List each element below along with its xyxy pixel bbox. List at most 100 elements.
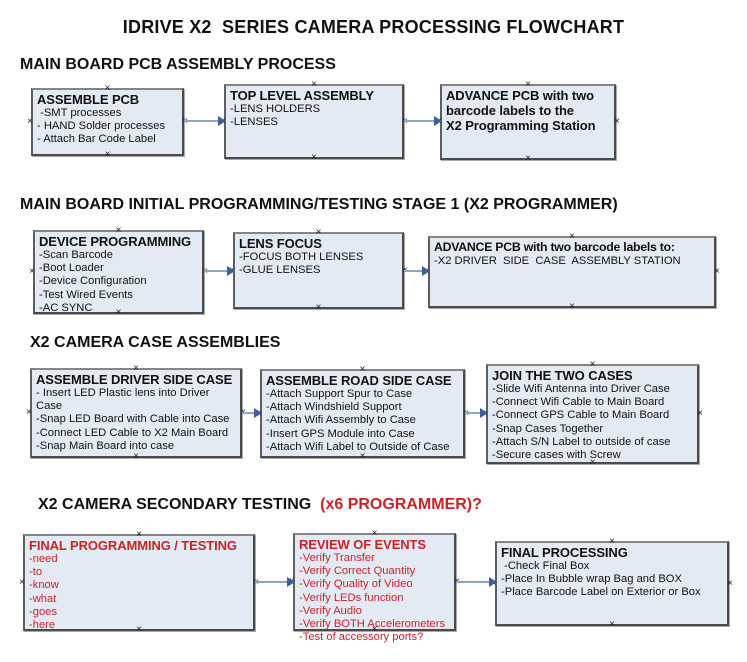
box-items: -Scan Barcode -Boot Loader -Device Confi…	[39, 249, 198, 315]
anchor-left-icon: ×	[27, 116, 33, 127]
anchor-left-icon: ×	[29, 266, 35, 277]
box-title: DEVICE PROGRAMMING	[39, 234, 192, 249]
section-heading-text: X2 CAMERA SECONDARY TESTING	[38, 496, 316, 513]
box-final-programming-testing: FINAL PROGRAMMING / TESTING -need -to -k…	[19, 530, 259, 635]
box-items: -FOCUS BOTH LENSES -GLUE LENSES	[239, 251, 398, 277]
section-heading-case-assemblies: X2 CAMERA CASE ASSEMBLIES	[30, 334, 280, 352]
box-title: ASSEMBLE DRIVER SIDE CASE	[36, 372, 233, 387]
box-item: -SMT processes	[37, 107, 122, 119]
anchor-bottom-icon: ×	[315, 302, 322, 313]
box-item: -Attach Windshield Support	[266, 401, 402, 414]
box-title: ADVANCE PCB with two barcode labels to:	[434, 240, 675, 254]
connector-arrow	[404, 266, 430, 276]
box-item: -Connect LED Cable to X2 Main Board	[36, 426, 229, 439]
box-item: -Snap Main Board into case	[36, 439, 175, 452]
box-item: -Boot Loader	[39, 262, 104, 275]
box-assemble-pcb: ASSEMBLE PCB -SMT processes - HAND Solde…	[27, 84, 188, 160]
box-item: -what	[29, 592, 57, 605]
box-title: FINAL PROGRAMMING / TESTING	[29, 538, 237, 553]
box-item: -Verify BOTH Accelerometers	[299, 618, 446, 631]
box-title: JOIN THE TWO CASES	[492, 368, 633, 383]
box-items: -SMT processes - HAND Solder processes -…	[37, 107, 178, 147]
section-heading-text: X2 CAMERA CASE ASSEMBLIES	[30, 334, 281, 351]
box-items: -LENS HOLDERS -LENSES	[230, 103, 398, 129]
page-title: IDRIVE X2 SERIES CAMERA PROCESSING FLOWC…	[122, 17, 625, 37]
section-heading-red-text: (x6 PROGRAMMER)?	[315, 496, 482, 513]
anchor-bottom-icon: ×	[525, 153, 531, 164]
anchor-left-icon: ×	[19, 576, 25, 588]
anchor-bottom-icon: ×	[609, 619, 615, 630]
anchor-right-icon: ×	[727, 577, 733, 589]
box-item: -Place In Bubble wrap Bag and BOX	[501, 573, 682, 586]
connector-arrow	[465, 408, 488, 418]
box-item: -FOCUS BOTH LENSES	[239, 251, 364, 263]
box-items: -Verify Transfer -Verify Correct Quantit…	[299, 552, 450, 644]
box-item: -GLUE LENSES	[239, 264, 321, 277]
box-item: -Connect Wifi Cable to Main Board	[492, 396, 665, 409]
box-item: -LENS HOLDERS	[230, 103, 321, 115]
box-item: -know	[29, 579, 59, 592]
box-lens-focus: LENS FOCUS -FOCUS BOTH LENSES -GLUE LENS…	[229, 228, 408, 313]
box-item: -goes	[29, 605, 57, 618]
box-item: -need	[29, 553, 58, 565]
box-title: LENS FOCUS	[239, 236, 322, 251]
box-item: -Insert GPS Module into Case	[266, 427, 415, 440]
box-title: ADVANCE PCB with two barcode labels to t…	[446, 88, 596, 133]
box-advance-pcb-driver-side: ADVANCE PCB with two barcode labels to: …	[424, 232, 720, 312]
box-item: -Test of accessory ports?	[299, 631, 424, 644]
box-item: -X2 DRIVER SIDE CASE ASSEMBLY STATION	[434, 255, 681, 267]
box-item: -Scan Barcode	[39, 249, 114, 261]
box-assemble-driver-side-case: ASSEMBLE DRIVER SIDE CASE - Insert LED P…	[26, 364, 246, 462]
arrowhead-icon	[218, 116, 226, 126]
box-item: - Insert LED Plastic lens into Driver Ca…	[36, 387, 213, 413]
connector-arrow	[255, 577, 295, 587]
section-heading-text: MAIN BOARD INITIAL PROGRAMMING/TESTING S…	[20, 196, 618, 213]
anchor-bottom-icon: ×	[311, 152, 317, 163]
box-item: -Connect GPS Cable to Main Board	[492, 409, 670, 422]
arrowhead-icon	[489, 577, 497, 587]
box-title: ASSEMBLE ROAD SIDE CASE	[266, 373, 452, 388]
box-item: -Verify Correct Quantity	[299, 565, 416, 578]
box-items: -X2 DRIVER SIDE CASE ASSEMBLY STATION	[434, 255, 710, 268]
anchor-right-icon: ×	[614, 116, 620, 127]
arrowhead-icon	[422, 266, 430, 276]
box-title: ASSEMBLE PCB	[37, 92, 140, 107]
anchor-bottom-icon: ×	[569, 301, 575, 312]
box-title: REVIEW OF EVENTS	[299, 537, 426, 552]
box-item: - Attach Bar Code Label	[37, 133, 156, 146]
box-item: -Attach Support Spur to Case	[266, 388, 413, 400]
section-heading-initial-programming: MAIN BOARD INITIAL PROGRAMMING/TESTING S…	[20, 196, 618, 214]
anchor-right-icon: ×	[182, 117, 188, 127]
section-heading-secondary-testing: X2 CAMERA SECONDARY TESTING (x6 PROGRAMM…	[38, 496, 482, 514]
box-items: - Insert LED Plastic lens into Driver Ca…	[36, 387, 236, 453]
box-item: -Verify LEDs function	[299, 591, 404, 604]
connector-arrow	[456, 577, 497, 587]
box-item: -here	[29, 619, 56, 632]
box-item: -Attach S/N Label to outside of case	[492, 435, 671, 448]
box-items: -Slide Wifi Antenna into Driver Case -Co…	[492, 383, 693, 462]
box-item: -Check Final Box	[501, 560, 590, 572]
box-review-of-events: REVIEW OF EVENTS -Verify Transfer -Verif…	[289, 529, 460, 644]
arrowhead-icon	[287, 577, 295, 587]
box-item: -Verify Quality of Video	[299, 578, 413, 591]
anchor-right-icon: ×	[202, 267, 208, 277]
anchor-left-icon: ×	[26, 407, 32, 418]
box-advance-pcb-programming-station: ADVANCE PCB with two barcode labels to t…	[436, 80, 620, 164]
anchor-right-icon: ×	[697, 408, 703, 419]
box-item: -Slide Wifi Antenna into Driver Case	[492, 383, 670, 395]
box-item: -LENSES	[230, 116, 278, 129]
arrowhead-icon	[254, 408, 262, 418]
connector-arrow	[242, 408, 262, 418]
anchor-bottom-icon: ×	[133, 451, 139, 462]
box-items: -Check Final Box -Place In Bubble wrap B…	[501, 560, 723, 600]
box-item: -Attach Wifi Label to Outside of Case	[266, 440, 450, 453]
box-item: -AC SYNC	[39, 301, 93, 314]
box-top-level-assembly: TOP LEVEL ASSEMBLY -LENS HOLDERS -LENSES…	[220, 80, 408, 163]
box-item: -Verify Audio	[299, 604, 362, 617]
box-item: -Attach Wifi Assembly to Case	[266, 414, 416, 427]
box-item: -Verify Transfer	[299, 552, 375, 564]
box-item: -to	[29, 566, 43, 579]
box-items: -need -to -know -what -goes -here	[29, 553, 249, 632]
connector-arrow	[184, 116, 226, 126]
connector-arrow	[404, 116, 442, 126]
